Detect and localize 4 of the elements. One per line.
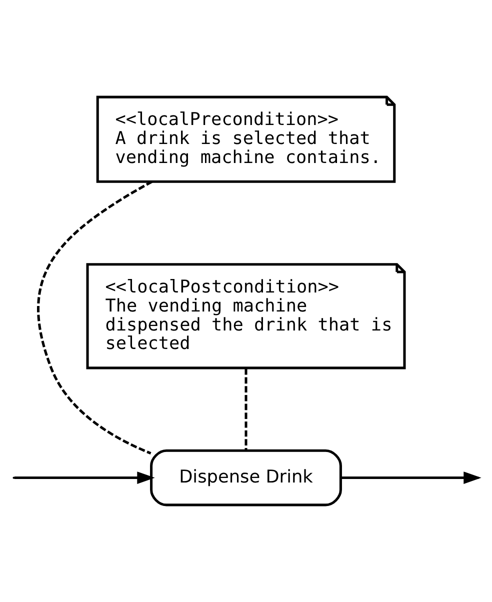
connector bbox=[37, 180, 153, 454]
node-box: Dispense Drink bbox=[150, 449, 342, 506]
arrow bbox=[14, 472, 155, 484]
connector bbox=[244, 368, 248, 450]
